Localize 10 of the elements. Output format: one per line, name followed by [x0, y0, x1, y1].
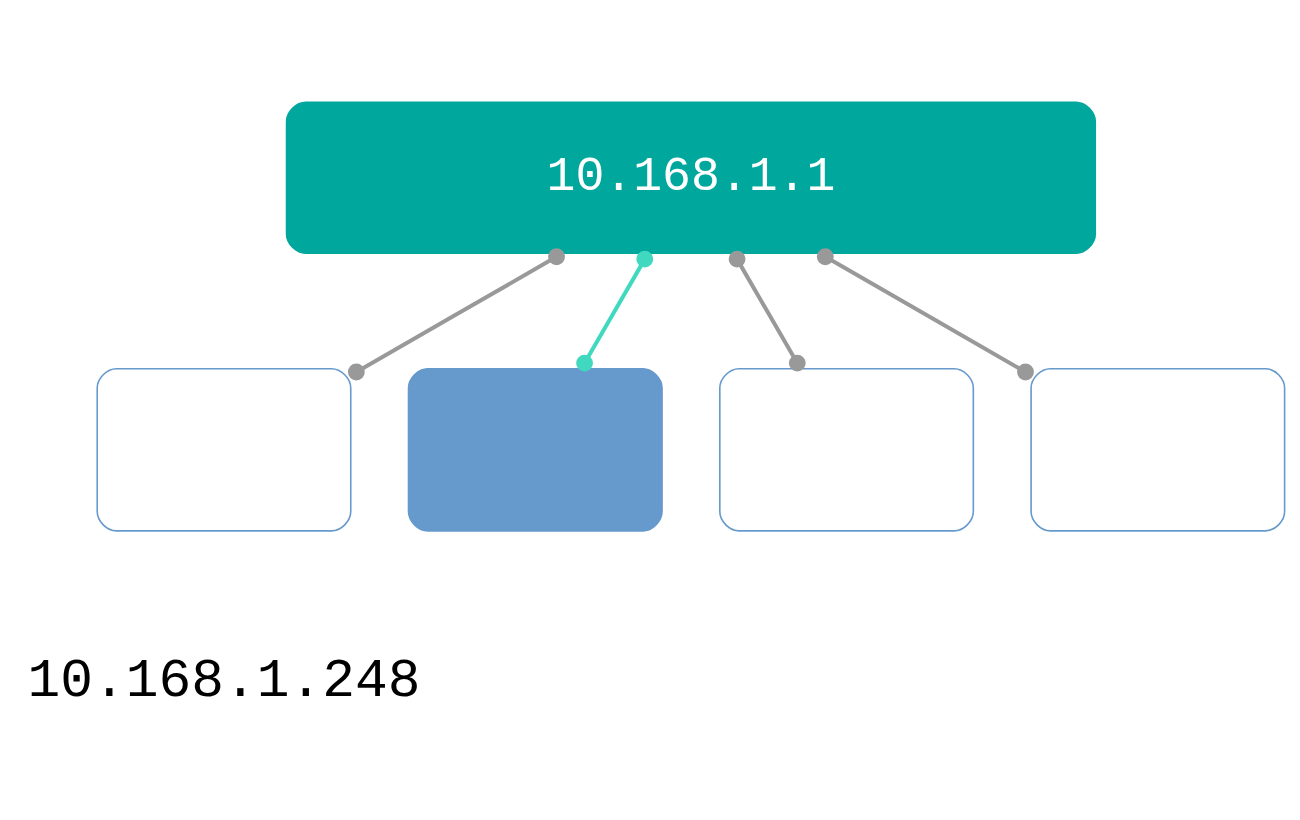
node-box: [96, 367, 352, 532]
node-box: [407, 367, 663, 532]
node-box: 10.168.1.1: [285, 101, 1097, 254]
connector: [347, 247, 565, 380]
label: 10.168.1.248: [27, 650, 421, 712]
connector: [816, 247, 1034, 380]
node-box: [1030, 367, 1286, 532]
node-box: [719, 367, 975, 532]
connector: [728, 250, 806, 372]
connector: [576, 250, 654, 372]
